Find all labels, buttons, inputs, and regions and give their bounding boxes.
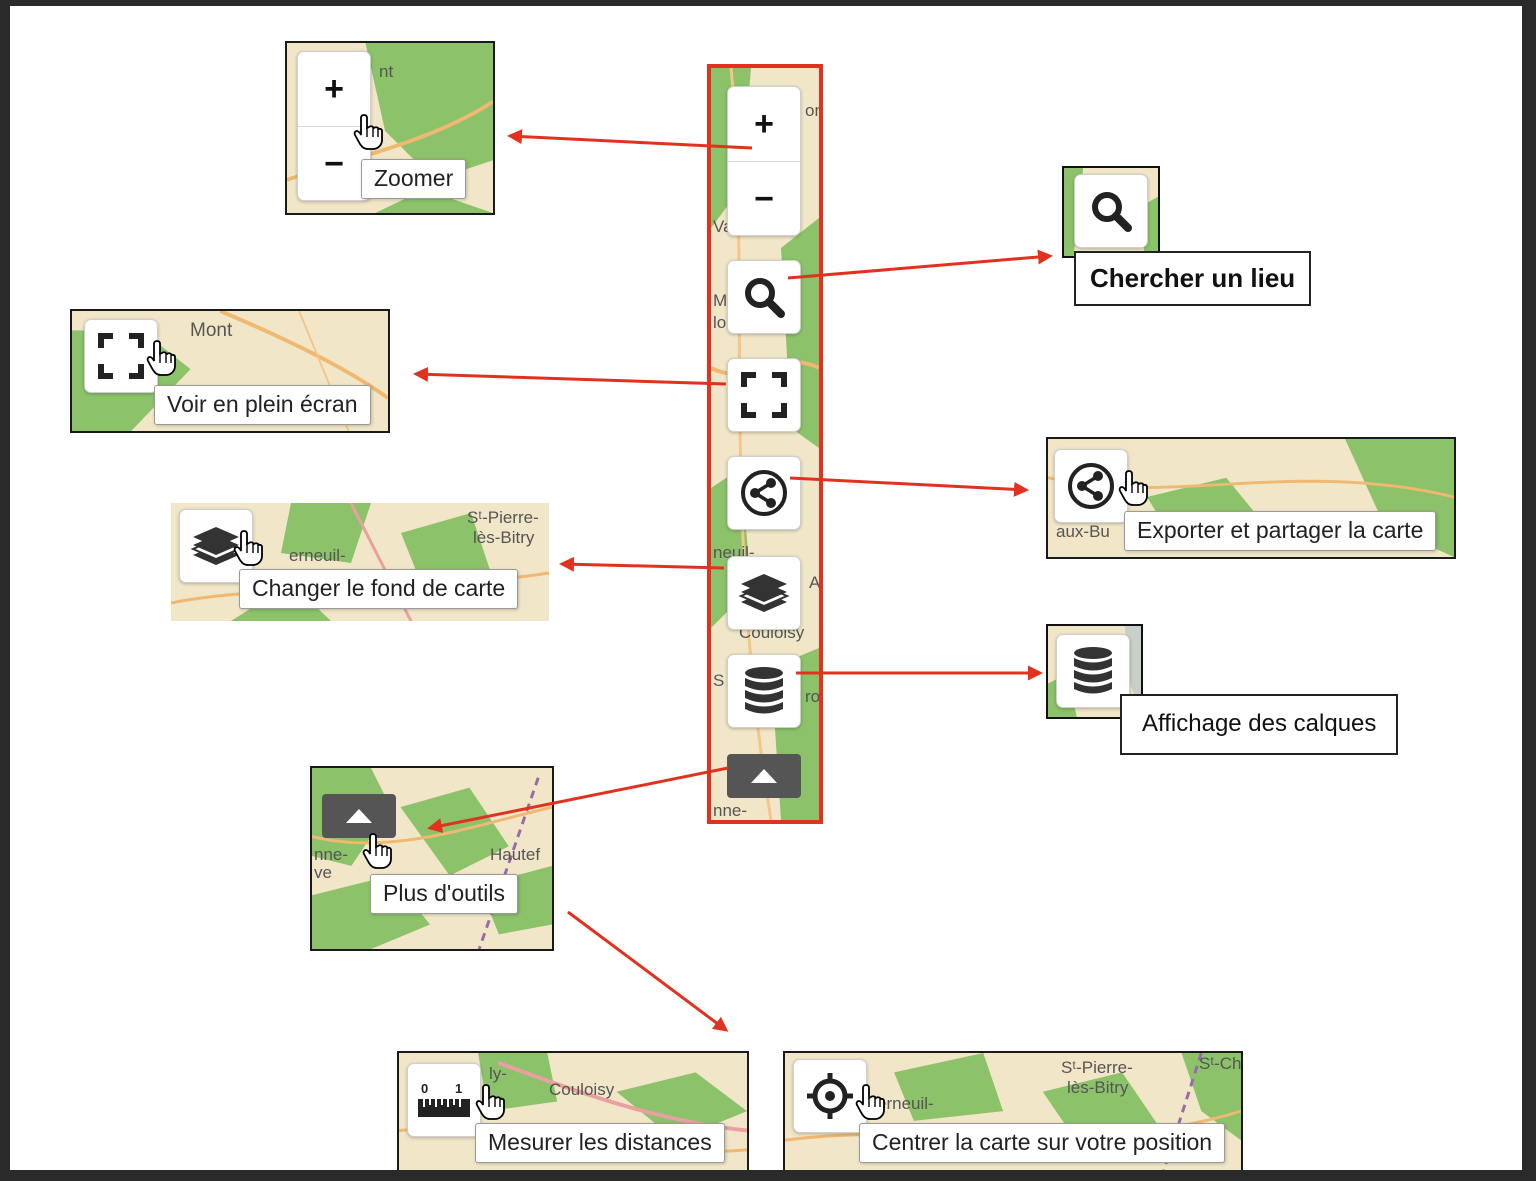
triangle-up-icon [346,809,372,823]
tooltip-locate: Centrer la carte sur votre position [859,1123,1226,1163]
ruler-digit-0: 0 [421,1081,428,1096]
database-icon [745,667,783,714]
basemap-button[interactable] [727,556,801,630]
database-icon [1074,647,1112,694]
hand-cursor-icon [362,833,392,869]
zoom-out-icon: − [324,144,344,183]
share-button[interactable] [727,456,801,530]
tooltip-measure: Mesurer les distances [475,1123,725,1163]
map-label: lès-Bitry [473,528,535,547]
layers-button[interactable] [1056,634,1130,708]
tooltip-more-tools: Plus d'outils [370,874,519,914]
zoom-in-button[interactable]: + [728,87,800,162]
zoom-control: + − [297,51,371,201]
zoom-control: + − [727,86,801,236]
map-label: erneuil- [877,1094,934,1113]
hand-cursor-icon [855,1084,885,1120]
zoom-out-button[interactable]: − [298,127,370,201]
hand-cursor-icon [233,530,263,566]
fullscreen-button[interactable] [727,358,801,432]
search-icon [745,278,785,318]
locate-button[interactable] [793,1059,867,1133]
more-tools-button[interactable] [322,794,396,838]
measure-button[interactable]: 0 1 [407,1063,481,1137]
map-label: Sᵗ-Ch [1199,1054,1242,1073]
map-label: Sᵗ-Pierre- [467,508,539,527]
zoom-callout: nt + − Zoomer [285,41,495,215]
hand-cursor-icon [146,340,176,376]
hand-cursor-icon [353,114,383,150]
arrow-share [789,476,1029,497]
zoom-out-icon: − [754,179,774,218]
map-label: nt [379,62,394,81]
layers-button[interactable] [727,654,801,728]
arrow-fullscreen [413,366,727,386]
fullscreen-button[interactable] [84,319,158,393]
tooltip-layers: Affichage des calques [1120,694,1399,755]
layers-icon [738,574,790,612]
help-diagram: on Va Mc lo neuil- A Couloisy S ro nne- … [10,6,1522,1170]
tooltip-search: Chercher un lieu [1074,251,1312,307]
basemap-button[interactable] [179,509,253,583]
triangle-up-icon [751,769,777,783]
map-label: on [805,101,823,120]
map-label: ly- [489,1064,507,1083]
arrow-search [787,249,1053,280]
more-tools-button[interactable] [727,754,801,798]
basemap-callout: Sᵗ-Pierre- lès-Bitry erneuil- Changer le… [171,503,549,621]
more-tools-callout: Hautef nne- ve Plus d'outils [310,766,554,951]
tooltip-share: Exporter et partager la carte [1124,511,1437,551]
fullscreen-icon [741,372,787,418]
map-label: lo [713,313,727,332]
map-label: Couloisy [549,1080,615,1099]
zoom-in-icon: + [324,69,344,108]
arrow-basemap [559,556,725,572]
toolbar-panel: on Va Mc lo neuil- A Couloisy S ro nne- … [707,64,823,824]
map-label: Hautef [490,845,541,864]
map-label: Mont [190,320,233,341]
search-button[interactable] [727,260,801,334]
crosshair-icon [807,1073,853,1119]
share-icon [741,470,787,516]
arrow-more-tools-down [567,910,729,1032]
tooltip-basemap: Changer le fond de carte [239,569,519,609]
tooltip-fullscreen: Voir en plein écran [154,385,371,425]
zoom-in-icon: + [754,104,774,143]
hand-cursor-icon [475,1084,505,1120]
map-label: aux-Bu [1056,522,1110,541]
search-callout-map [1062,166,1160,258]
search-icon [1092,192,1132,232]
map-label: S [713,671,725,690]
map-label: nne- [713,801,748,820]
hand-cursor-icon [1118,470,1148,506]
fullscreen-icon [98,333,144,379]
zoom-out-button[interactable]: − [728,162,800,236]
measure-callout: Couloisy ly- 0 1 Mesurer les distances [397,1051,749,1170]
ruler-digit-1: 1 [455,1081,462,1096]
map-label: lès-Bitry [1067,1078,1129,1097]
share-icon [1068,463,1114,509]
map-label: nne- [314,845,349,864]
layers-icon [190,527,242,565]
locate-callout: Sᵗ-Pierre- lès-Bitry erneuil- Sᵗ-Ch Cent… [783,1051,1243,1170]
share-callout: aux-Bu Exporter et partager la carte [1046,437,1456,559]
map-label: erneuil- [289,546,346,565]
map-label: ro [805,687,821,706]
zoom-in-button[interactable]: + [298,52,370,127]
map-label: Sᵗ-Pierre- [1061,1058,1133,1077]
map-label: A [809,573,821,592]
search-button[interactable] [1074,174,1148,248]
ruler-icon: 0 1 [418,1081,470,1117]
fullscreen-callout: Mont Voir en plein écran [70,309,390,433]
share-button[interactable] [1054,449,1128,523]
tooltip-zoom: Zoomer [361,159,467,199]
map-label: ve [314,863,332,882]
